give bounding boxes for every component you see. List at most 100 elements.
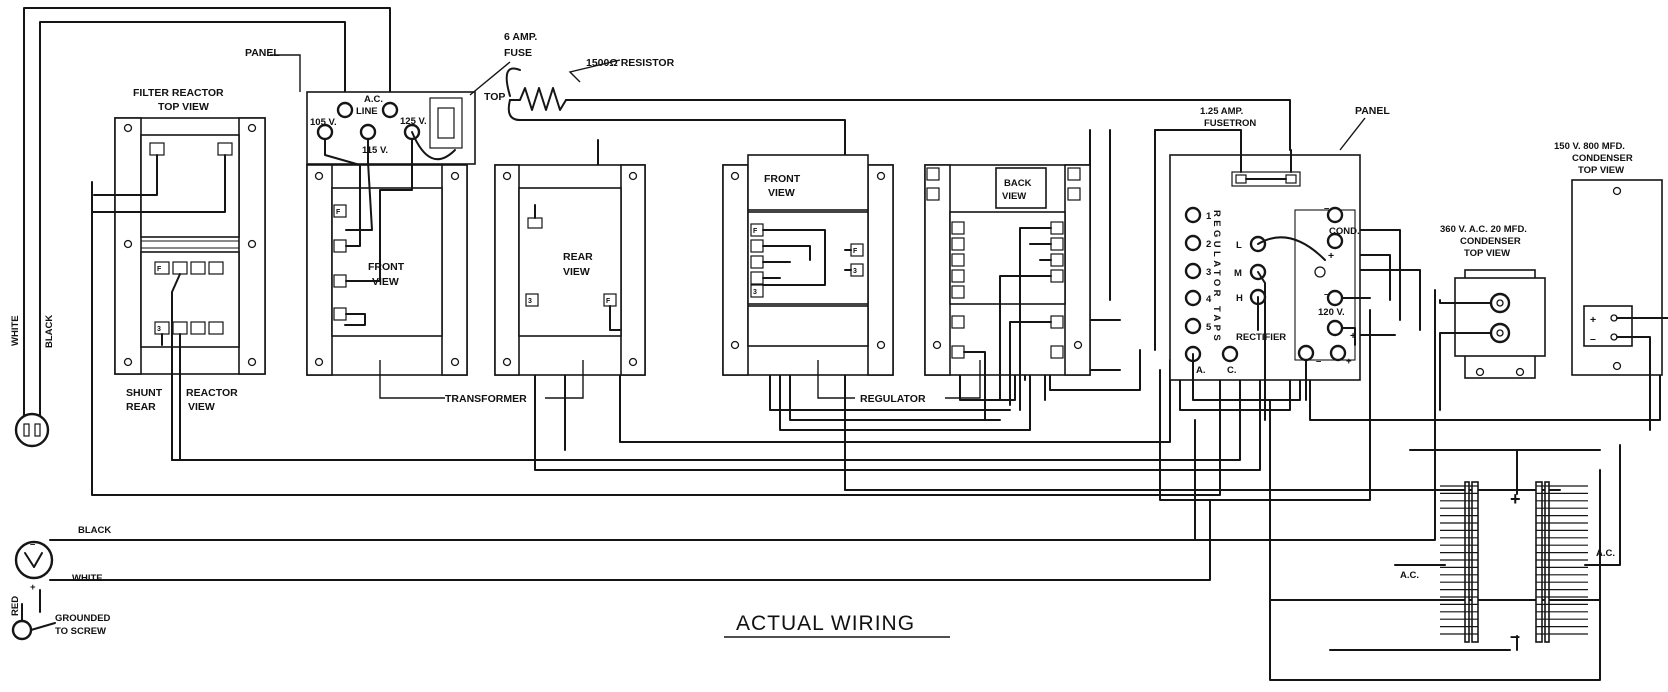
cond360-label-line2: CONDENSER	[1460, 236, 1521, 247]
reactor-label-line1: REACTOR	[186, 387, 238, 399]
grounded-label-line1: GROUNDED	[55, 613, 111, 624]
tf-front-label-line2: VIEW	[372, 276, 399, 288]
tap-label-a: A.	[1196, 365, 1206, 376]
reactor-label-line2: VIEW	[188, 401, 215, 413]
filter-reactor-label-line1: FILTER REACTOR	[133, 87, 224, 99]
back-view-label-line1: BACK	[1004, 178, 1032, 189]
black-cord-label: BLACK	[78, 525, 111, 536]
cond360-label-line3: TOP VIEW	[1464, 248, 1510, 259]
ac-left-label: A.C.	[1400, 570, 1419, 581]
condenser-150v: + –	[1571, 179, 1668, 431]
regulator-back	[924, 164, 1091, 421]
cond150-plus: +	[1590, 314, 1596, 326]
cond150-label-line3: TOP VIEW	[1578, 165, 1624, 176]
red-label: RED	[10, 596, 21, 616]
stack-minus: –	[1510, 626, 1520, 646]
transformer-front: F	[306, 131, 468, 376]
v120-plus-sign: +	[1350, 330, 1356, 342]
reg-front-label-line1: FRONT	[764, 173, 801, 185]
tap-terminal-1	[1184, 206, 1202, 224]
reg-front-terminal-3: 3	[753, 289, 757, 296]
tf-rear-label-line2: VIEW	[563, 266, 590, 278]
plug-bottom: – +	[14, 539, 54, 593]
reg-front-label-line2: VIEW	[768, 187, 795, 199]
ac-line-panel	[306, 91, 476, 165]
fuse-label-line2: FUSE	[504, 47, 532, 59]
reg-front-terminal-f2: F	[853, 248, 858, 255]
regulator-label: REGULATOR	[860, 393, 926, 405]
v120-terminal-plus	[1326, 319, 1344, 337]
panel-left-label: PANEL	[245, 47, 280, 59]
ac-label-line2: LINE	[356, 106, 378, 117]
shunt-label-line2: REAR	[126, 401, 156, 413]
cond-plus-sign: +	[1328, 250, 1334, 262]
black-vertical-label: BLACK	[44, 315, 55, 348]
tap-label-c: C.	[1227, 365, 1237, 376]
tf-front-label-line1: FRONT	[368, 261, 405, 273]
cond-minus-sign: –	[1324, 203, 1329, 214]
v120-minus-sign: –	[1324, 289, 1329, 300]
regulator-taps-label: REGULATOR TAPS	[1211, 210, 1222, 344]
rectifier-stack: + –	[1440, 449, 1588, 651]
tf-front-terminal-f: F	[336, 209, 341, 216]
stack-plus: +	[1510, 489, 1521, 509]
tap-terminal-c	[1221, 345, 1239, 363]
tap-label-h: H	[1236, 293, 1243, 304]
tap-terminal-4	[1184, 289, 1202, 307]
tf-rear-terminal-f: F	[606, 298, 611, 305]
diagram-title: ACTUAL WIRING	[736, 612, 915, 635]
transformer-label: TRANSFORMER	[445, 393, 527, 405]
resistor	[509, 59, 621, 111]
fusetron-label-line2: FUSETRON	[1204, 118, 1256, 129]
terminal-115v	[359, 123, 377, 141]
v120-terminal-minus	[1326, 289, 1344, 307]
rect-minus-sign: –	[1316, 356, 1321, 367]
rect-plus-sign: +	[1346, 356, 1352, 367]
shunt-label-line1: SHUNT	[126, 387, 163, 399]
ac-right-label: A.C.	[1596, 548, 1615, 559]
rectifier-terminals: – + – + – + COND. 120 V. RECTIFIER	[1236, 203, 1371, 401]
shunt-terminal-3: 3	[157, 326, 161, 333]
tap-label-2: 2	[1206, 239, 1211, 250]
ground-terminal	[11, 603, 56, 641]
cond-label: COND.	[1329, 226, 1360, 237]
grounded-label-line2: TO SCREW	[55, 626, 106, 637]
condenser-360v	[1439, 269, 1546, 411]
tap-label-4: 4	[1206, 294, 1212, 305]
panel-right-label: PANEL	[1355, 105, 1390, 117]
transformer-rear: 3 F	[494, 164, 646, 376]
rectifier-label: RECTIFIER	[1236, 332, 1286, 343]
filter-reactor: F 3	[91, 117, 266, 461]
v125-label: 125 V.	[400, 116, 427, 127]
back-view-label-line2: VIEW	[1002, 191, 1026, 202]
leader-lines	[270, 54, 1366, 399]
tap-terminal-5	[1184, 317, 1202, 335]
shunt-terminal-f: F	[157, 266, 162, 273]
tap-terminal-2	[1184, 234, 1202, 252]
pilot-terminal	[1314, 266, 1326, 278]
fusetron-label-line1: 1.25 AMP.	[1200, 106, 1243, 117]
cond-terminal-plus	[1326, 232, 1344, 250]
tf-rear-terminal-3: 3	[528, 298, 532, 305]
reg-front-terminal-3b: 3	[853, 268, 857, 275]
filter-reactor-label-line2: TOP VIEW	[158, 101, 209, 113]
fins-right	[1536, 485, 1588, 635]
cond360-label-line1: 360 V. A.C. 20 MFD.	[1440, 224, 1527, 235]
rectifier-terminal-minus	[1297, 344, 1315, 362]
cond150-label-line1: 150 V. 800 MFD.	[1554, 141, 1625, 152]
white-cord-label: WHITE	[72, 573, 103, 584]
v115-label: 115 V.	[362, 145, 388, 156]
regulator-front: F 3 F 3	[722, 154, 894, 376]
rectifier-terminal-plus	[1329, 344, 1347, 362]
cond150-minus: –	[1590, 333, 1596, 345]
v105-label: 105 V.	[310, 117, 337, 128]
v120-label: 120 V.	[1318, 307, 1345, 318]
tap-label-1: 1	[1206, 211, 1212, 222]
top-label: TOP	[484, 91, 505, 103]
fins-left	[1440, 485, 1478, 635]
white-vertical-label: WHITE	[10, 315, 21, 346]
plug-minus: –	[30, 539, 35, 550]
cond-terminal-minus	[1326, 206, 1344, 224]
fuse-label-line1: 6 AMP.	[504, 31, 537, 43]
